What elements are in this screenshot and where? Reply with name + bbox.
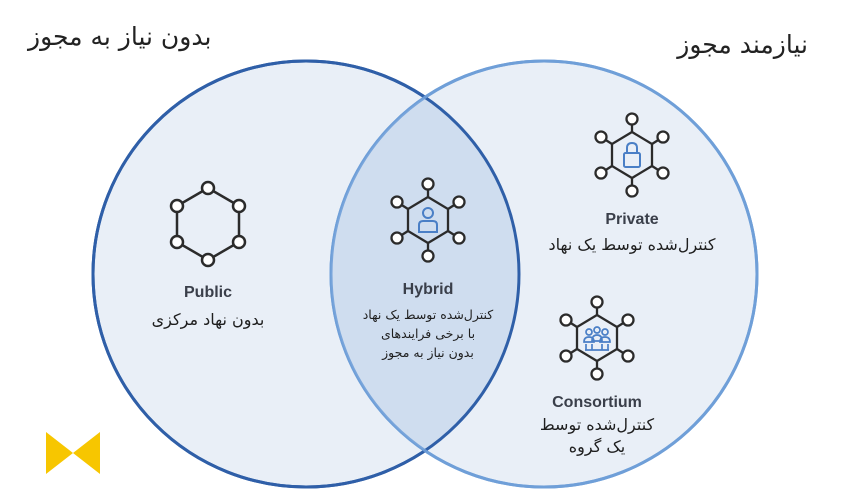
consortium-description-line: کنترل‌شده توسط — [539, 415, 655, 434]
hybrid-description-line: کنترل‌شده توسط یک نهاد — [362, 307, 494, 322]
hybrid-label: Hybrid — [402, 281, 454, 298]
person-network-icon — [390, 177, 466, 263]
hybrid-description-line: با برخی فرایندهای — [380, 326, 476, 341]
public-label: Public — [183, 284, 233, 301]
permissionless-title: بدون نیاز به مجوز — [28, 22, 212, 51]
consortium-label: Consortium — [552, 394, 642, 411]
lock-network-icon — [594, 112, 670, 198]
brand-logo — [46, 432, 100, 474]
consortium-description-line: یک گروه — [568, 437, 626, 456]
private-description: کنترل‌شده توسط یک نهاد — [548, 235, 716, 254]
hybrid-description: کنترل‌شده توسط یک نهاد با برخی فرایندهای… — [363, 305, 494, 362]
group-network-icon — [559, 295, 635, 381]
permissioned-title: نیازمند مجوز — [677, 30, 808, 59]
overlap-region — [331, 61, 519, 487]
public-description: بدون نهاد مرکزی — [151, 310, 265, 329]
private-label: Private — [605, 211, 659, 228]
hexagon-network-icon — [169, 180, 247, 268]
hybrid-description-line: بدون نیاز به مجوز — [382, 345, 474, 360]
consortium-description: کنترل‌شده توسط یک گروه — [540, 414, 654, 458]
